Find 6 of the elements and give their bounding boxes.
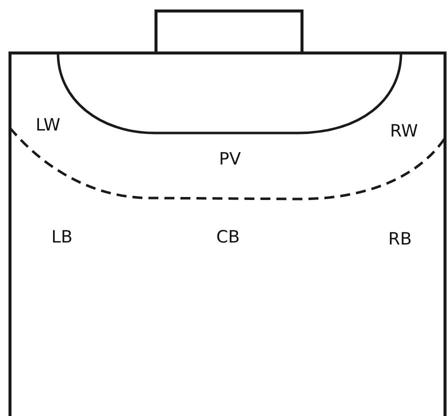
position-label: RW (390, 124, 418, 140)
position-label: LB (51, 230, 73, 246)
position-label: RB (388, 232, 412, 248)
position-label: LW (36, 118, 60, 134)
position-label: PV (219, 152, 241, 168)
position-label: CB (216, 230, 240, 246)
